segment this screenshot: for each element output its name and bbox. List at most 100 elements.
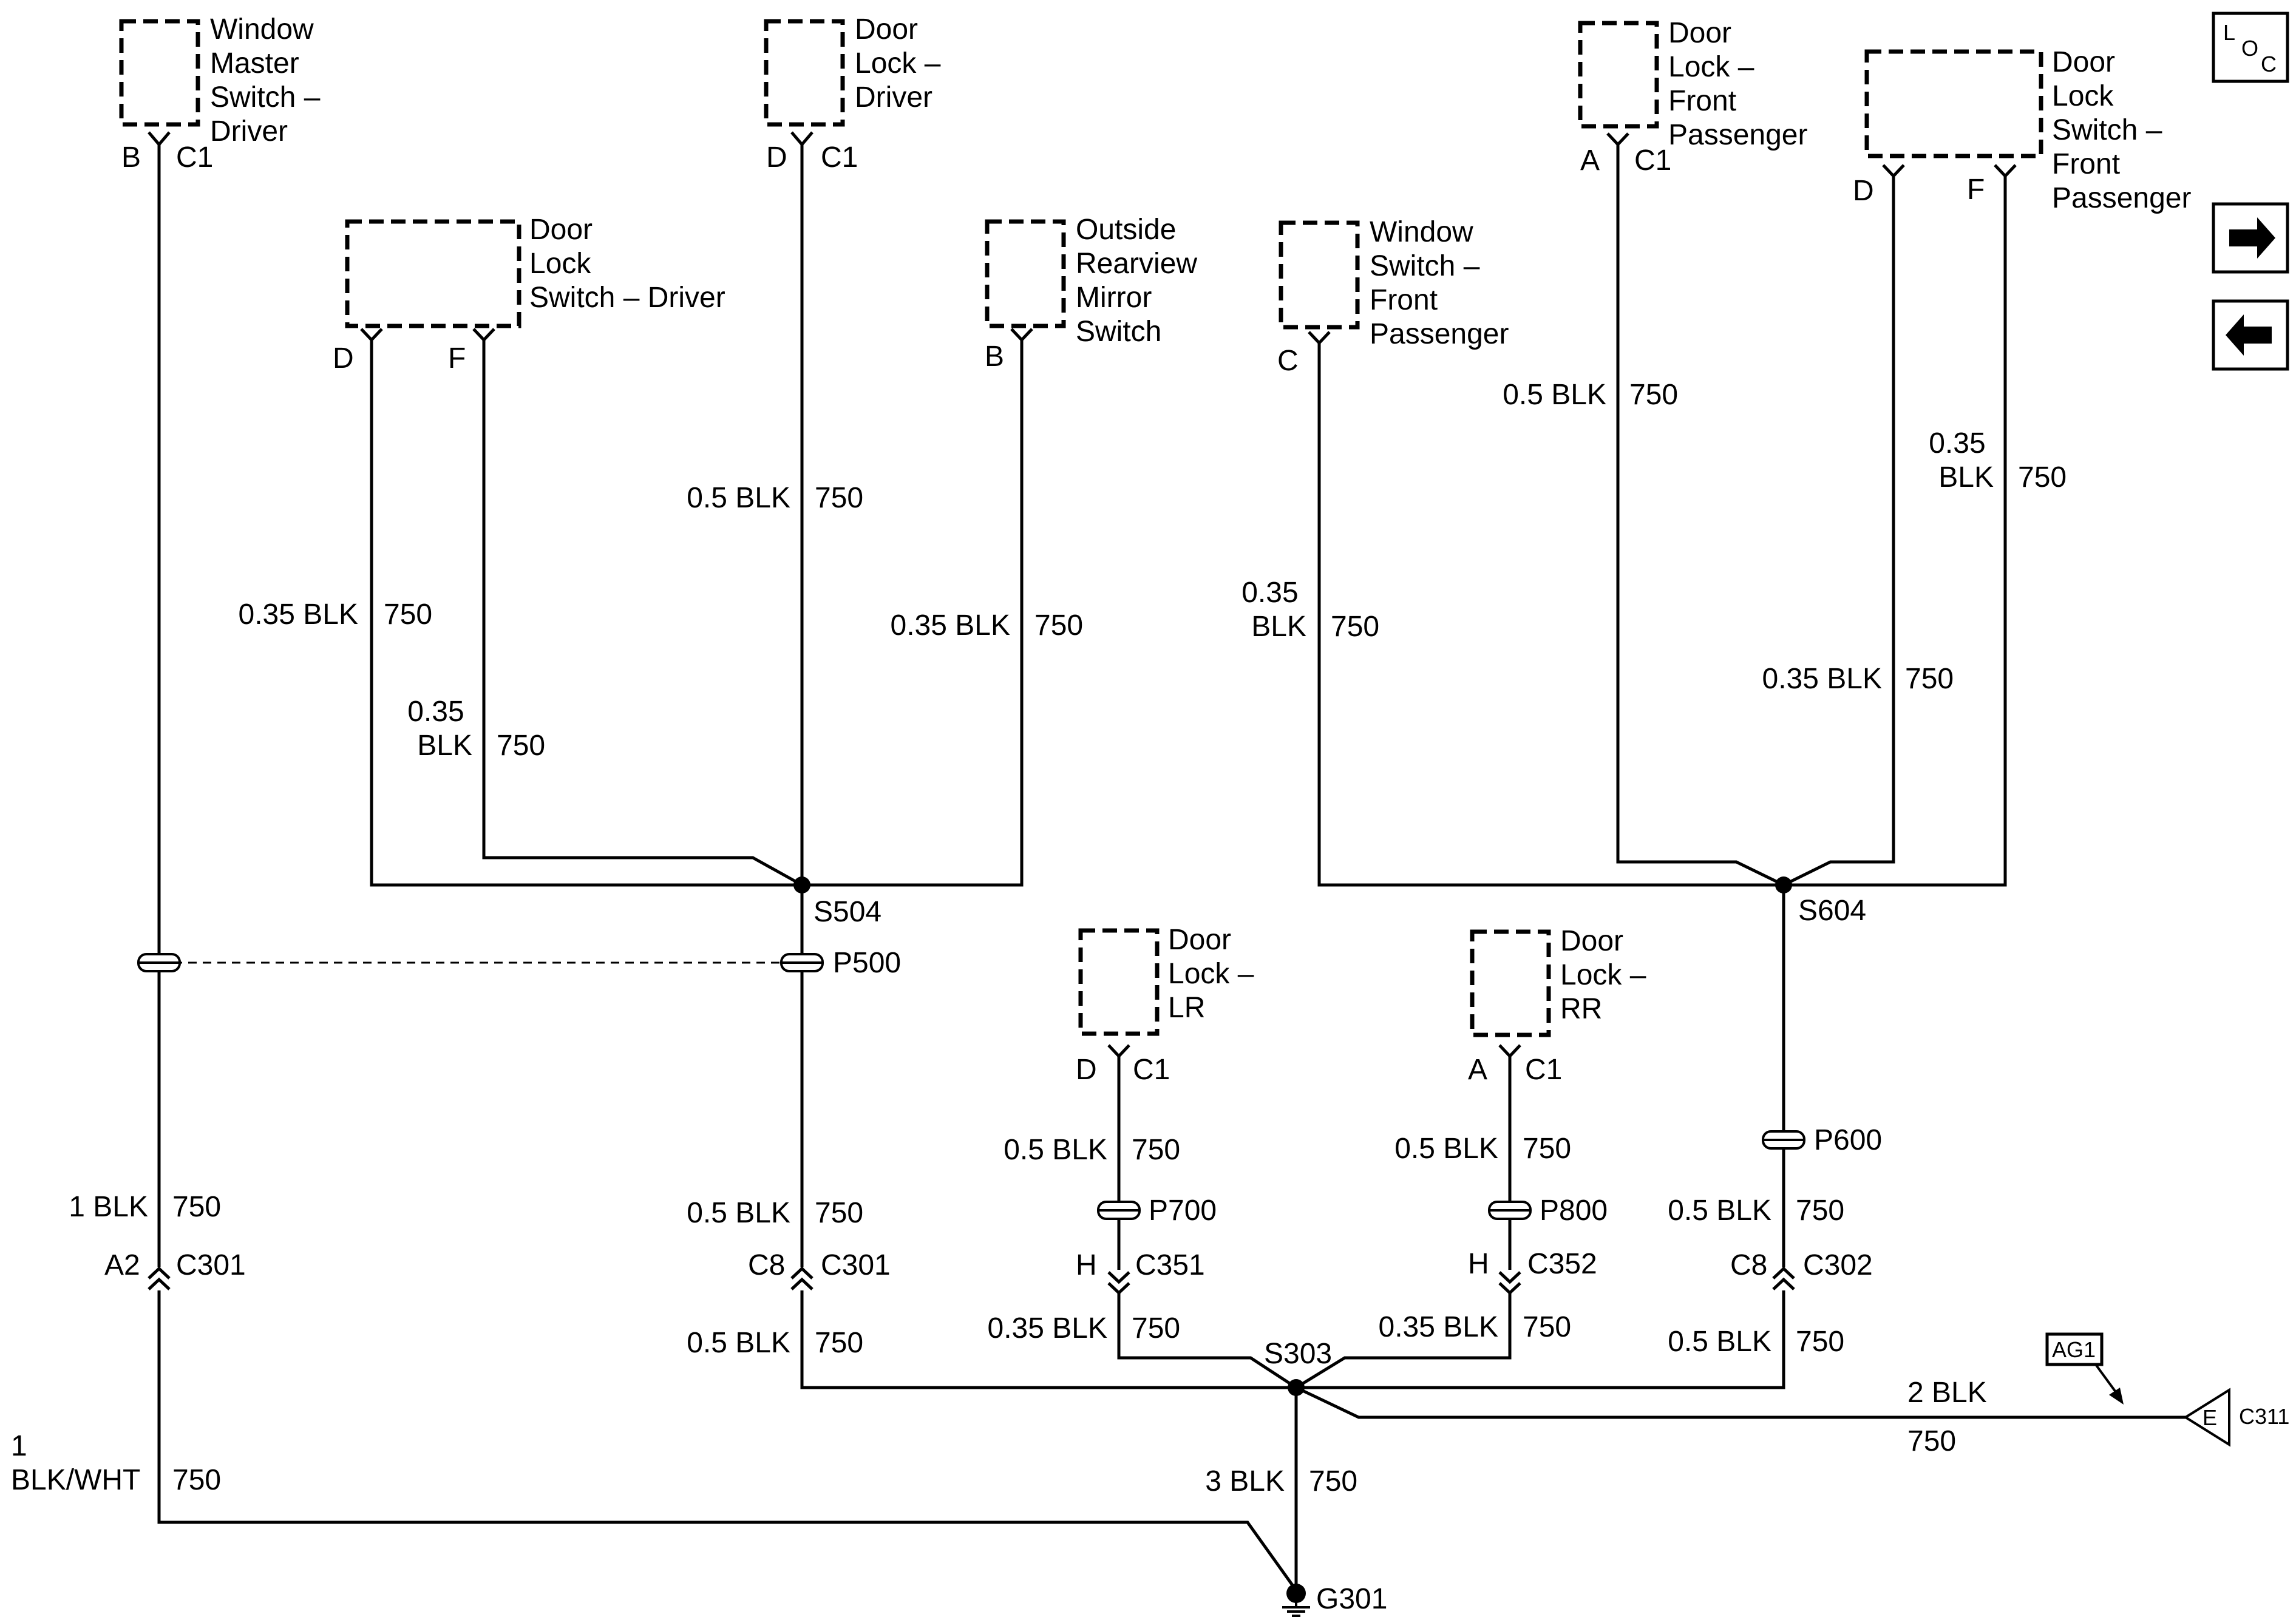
c311-triangle-icon bbox=[2183, 1388, 2230, 1447]
wire-size: 0.5 BLK bbox=[1004, 1134, 1107, 1166]
fork-dlsd-f bbox=[472, 328, 495, 342]
box-outside-rearview-mirror-switch bbox=[985, 219, 1066, 328]
loc-letter-c: C bbox=[2261, 52, 2277, 76]
wire-size: 0.35 BLK bbox=[1241, 577, 1306, 643]
fork-dld bbox=[790, 131, 813, 147]
fork-rr bbox=[1498, 1044, 1521, 1059]
loc-letter-l: L bbox=[2223, 20, 2235, 45]
wire-circuit: 750 bbox=[384, 598, 432, 631]
fork-mirror bbox=[1010, 328, 1033, 342]
pin-dlfp-a: A bbox=[1580, 144, 1600, 177]
grommet-p600 bbox=[1762, 1130, 1805, 1150]
grommet-p800 bbox=[1488, 1201, 1532, 1220]
label-door-lock-lr: Door Lock – LR bbox=[1168, 924, 1262, 1024]
wire-circuit: 750 bbox=[1331, 611, 1379, 643]
wire-dlsfp-d bbox=[1782, 176, 1895, 887]
wire-size: 0.5 BLK bbox=[1503, 379, 1606, 411]
pin-c351: H bbox=[1076, 1249, 1097, 1281]
wire-size: 0.35 BLK bbox=[1379, 1311, 1498, 1343]
component-boxes bbox=[119, 19, 2043, 1037]
chevron-c351 bbox=[1107, 1271, 1130, 1295]
wires bbox=[157, 144, 2186, 1593]
chevron-c301-a2 bbox=[148, 1266, 171, 1290]
dot-s604 bbox=[1775, 876, 1792, 893]
wire-size: 0.5 BLK bbox=[1668, 1195, 1771, 1227]
box-door-lock-rr bbox=[1470, 929, 1551, 1037]
pin-c301-c8: C8 bbox=[748, 1249, 785, 1281]
wire-mirror bbox=[802, 340, 1024, 887]
pin-rr-c1: C1 bbox=[1525, 1054, 1562, 1086]
wire-circuit: 750 bbox=[1132, 1134, 1180, 1166]
splice-dots bbox=[793, 876, 1792, 1603]
connector-c311: C311 bbox=[2239, 1404, 2289, 1429]
ag1-arrow-icon bbox=[2094, 1363, 2120, 1397]
wire-dlfp bbox=[1616, 144, 1785, 887]
pin-rr-a: A bbox=[1468, 1054, 1487, 1086]
pin-mirror-b: B bbox=[985, 341, 1004, 373]
label-door-lock-driver: Door Lock – Driver bbox=[855, 13, 949, 114]
wire-size: 1 BLK bbox=[69, 1191, 148, 1223]
wire-circuit: 750 bbox=[1796, 1195, 1844, 1227]
fork-dlsfp-d bbox=[1882, 164, 1905, 178]
connector-c301-c8: C301 bbox=[821, 1249, 891, 1281]
loc-button[interactable]: L O C bbox=[2212, 12, 2289, 83]
dot-s504 bbox=[793, 876, 810, 893]
pin-dlfp-c1: C1 bbox=[1634, 144, 1671, 177]
wire-circuit: 750 bbox=[1905, 663, 1954, 695]
loc-letter-o: O bbox=[2241, 36, 2258, 61]
wire-size: 0.35 BLK bbox=[239, 598, 358, 631]
ground-g301-label: G301 bbox=[1316, 1583, 1387, 1615]
wire-circuit: 750 bbox=[2018, 461, 2067, 493]
pin-dld-c1: C1 bbox=[821, 141, 858, 174]
wire-circuit: 750 bbox=[1523, 1311, 1571, 1343]
connector-c301-a2: C301 bbox=[176, 1249, 246, 1281]
wire-dlsd-d bbox=[370, 340, 802, 887]
pin-lr-c1: C1 bbox=[1133, 1054, 1170, 1086]
splice-s604-label: S604 bbox=[1798, 895, 1866, 927]
grommet-wmsd bbox=[137, 953, 181, 972]
wire-circuit: 750 bbox=[815, 1327, 863, 1359]
wire-circuit: 750 bbox=[1034, 609, 1083, 642]
wire-circuit: 750 bbox=[815, 482, 863, 514]
right-arrow-icon bbox=[2229, 217, 2275, 259]
prev-arrow-button[interactable] bbox=[2212, 299, 2289, 371]
box-door-lock-switch-front-passenger bbox=[1864, 49, 2043, 158]
next-arrow-button[interactable] bbox=[2212, 202, 2289, 274]
pass-throughs bbox=[137, 953, 1805, 1220]
label-door-lock-switch-driver: Door Lock Switch – Driver bbox=[529, 214, 725, 314]
fork-dlsfp-f bbox=[1994, 164, 2017, 178]
wire-size: 0.35 BLK bbox=[891, 609, 1010, 642]
fork-lr bbox=[1107, 1044, 1130, 1059]
component-labels: Window Master Switch – Driver Door Lock … bbox=[210, 13, 2191, 1025]
wire-circuit: 750 bbox=[1629, 379, 1678, 411]
node-labels: S504 S604 S303 P500 P600 P700 P800 G301 bbox=[813, 895, 1882, 1615]
wire-c301-s303 bbox=[800, 1290, 1296, 1389]
wire-c311 bbox=[1295, 1386, 2186, 1419]
chevron-c302 bbox=[1772, 1266, 1795, 1290]
left-arrow-icon bbox=[2226, 314, 2272, 356]
wire-size: 0.5 BLK bbox=[687, 1327, 790, 1359]
chevron-c301-c8 bbox=[790, 1266, 813, 1290]
ag1-arrowhead-icon bbox=[2109, 1388, 2124, 1405]
box-door-lock-lr bbox=[1078, 928, 1160, 1036]
wire-size: 0.5 BLK bbox=[687, 1197, 790, 1229]
wire-dlsfp-f bbox=[1784, 176, 2007, 887]
box-window-master-switch-driver bbox=[119, 19, 200, 127]
pin-c352: H bbox=[1468, 1248, 1489, 1280]
wire-size: 0.35 BLK bbox=[988, 1312, 1107, 1344]
wire-size: 3 BLK bbox=[1205, 1465, 1285, 1497]
label-window-master-switch-driver: Window Master Switch – Driver bbox=[210, 13, 328, 147]
fork-wsfp bbox=[1308, 331, 1331, 345]
pin-wmsd-b: B bbox=[121, 141, 141, 174]
chevron-c352 bbox=[1498, 1271, 1521, 1295]
fork-dlsd-d bbox=[360, 328, 383, 342]
label-door-lock-switch-front-passenger: Door Lock Switch – Front Passenger bbox=[2052, 46, 2191, 214]
box-door-lock-front-passenger bbox=[1578, 21, 1659, 129]
wire-circuit: 750 bbox=[815, 1197, 863, 1229]
wire-circuit: 750 bbox=[1132, 1312, 1180, 1344]
ground-icon bbox=[1282, 1602, 1310, 1617]
fork-dlfp bbox=[1606, 132, 1629, 147]
box-door-lock-driver bbox=[764, 19, 845, 127]
dot-g301 bbox=[1286, 1584, 1306, 1603]
p600-label: P600 bbox=[1814, 1124, 1882, 1156]
